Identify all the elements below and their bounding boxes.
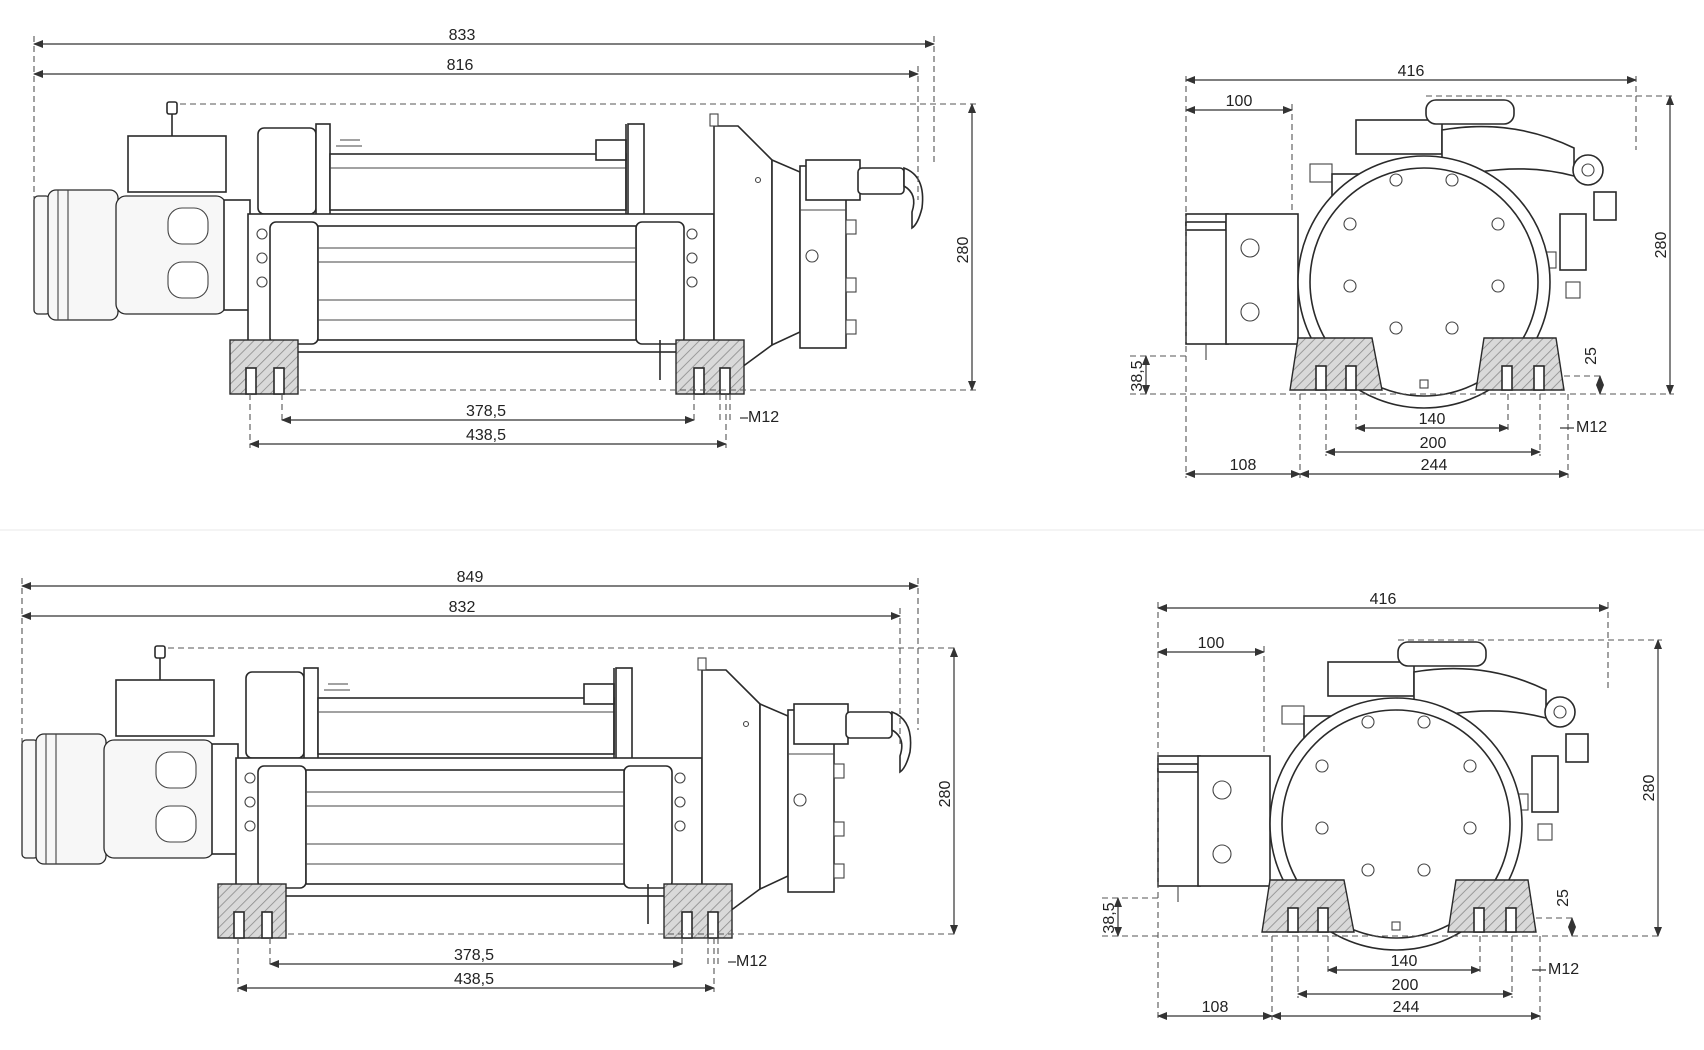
side-housing-length-label: 832 xyxy=(449,599,476,616)
front-bolt-spacing-outer-label: 200 xyxy=(1420,435,1447,452)
side-inner-bolt-span-label: 378,5 xyxy=(466,403,506,420)
front-base-offset-label: 108 xyxy=(1230,457,1257,474)
side-inner-bolt-span-label: 378,5 xyxy=(454,947,494,964)
side-height-label: 280 xyxy=(955,237,972,264)
front-foot-height-label: 25 xyxy=(1555,889,1572,907)
side-overall-length-label: 833 xyxy=(449,27,476,44)
front-bolt-label: M12 xyxy=(1548,961,1579,978)
front-height-label: 280 xyxy=(1641,775,1658,802)
front-base-height-label: 38,5 xyxy=(1129,360,1146,391)
front-bolt-label: M12 xyxy=(1576,419,1607,436)
front-bolt-spacing-inner-label: 140 xyxy=(1419,411,1446,428)
winch-side-outline xyxy=(33,101,924,395)
side-bolt-label: M12 xyxy=(736,953,767,970)
front-bolt-spacing-outer-label: 200 xyxy=(1392,977,1419,994)
front-base-offset-label: 108 xyxy=(1202,999,1229,1016)
front-base-width-label: 244 xyxy=(1393,999,1420,1016)
drawing-1-front-view: 416 100 280 38,5 25 140 200 108 244 M12 xyxy=(1129,63,1674,478)
side-outer-bolt-span-label: 438,5 xyxy=(466,427,506,444)
front-height-label: 280 xyxy=(1653,232,1670,259)
front-motor-offset-label: 100 xyxy=(1198,635,1225,652)
front-base-height-label: 38,5 xyxy=(1101,902,1118,933)
drawing-1-side-view: 833 816 280 378,5 438,5 M12 xyxy=(33,27,976,448)
front-width-label: 416 xyxy=(1370,591,1397,608)
side-outer-bolt-span-label: 438,5 xyxy=(454,971,494,988)
side-bolt-label: M12 xyxy=(748,409,779,426)
drawing-2-side-view: 849 832 280 378,5 438,5 M12 xyxy=(21,569,958,992)
drawing-2-front-view: 416 100 280 38,5 25 140 200 108 244 M12 xyxy=(1101,591,1662,1020)
front-foot-height-label: 25 xyxy=(1583,347,1600,365)
winch-front-outline xyxy=(1185,99,1617,409)
winch-front-outline xyxy=(1157,641,1589,951)
winch-side-outline xyxy=(21,645,912,939)
side-height-label: 280 xyxy=(937,781,954,808)
front-bolt-spacing-inner-label: 140 xyxy=(1391,953,1418,970)
front-motor-offset-label: 100 xyxy=(1226,93,1253,110)
front-base-width-label: 244 xyxy=(1421,457,1448,474)
front-width-label: 416 xyxy=(1398,63,1425,80)
side-housing-length-label: 816 xyxy=(447,57,474,74)
side-overall-length-label: 849 xyxy=(457,569,484,586)
